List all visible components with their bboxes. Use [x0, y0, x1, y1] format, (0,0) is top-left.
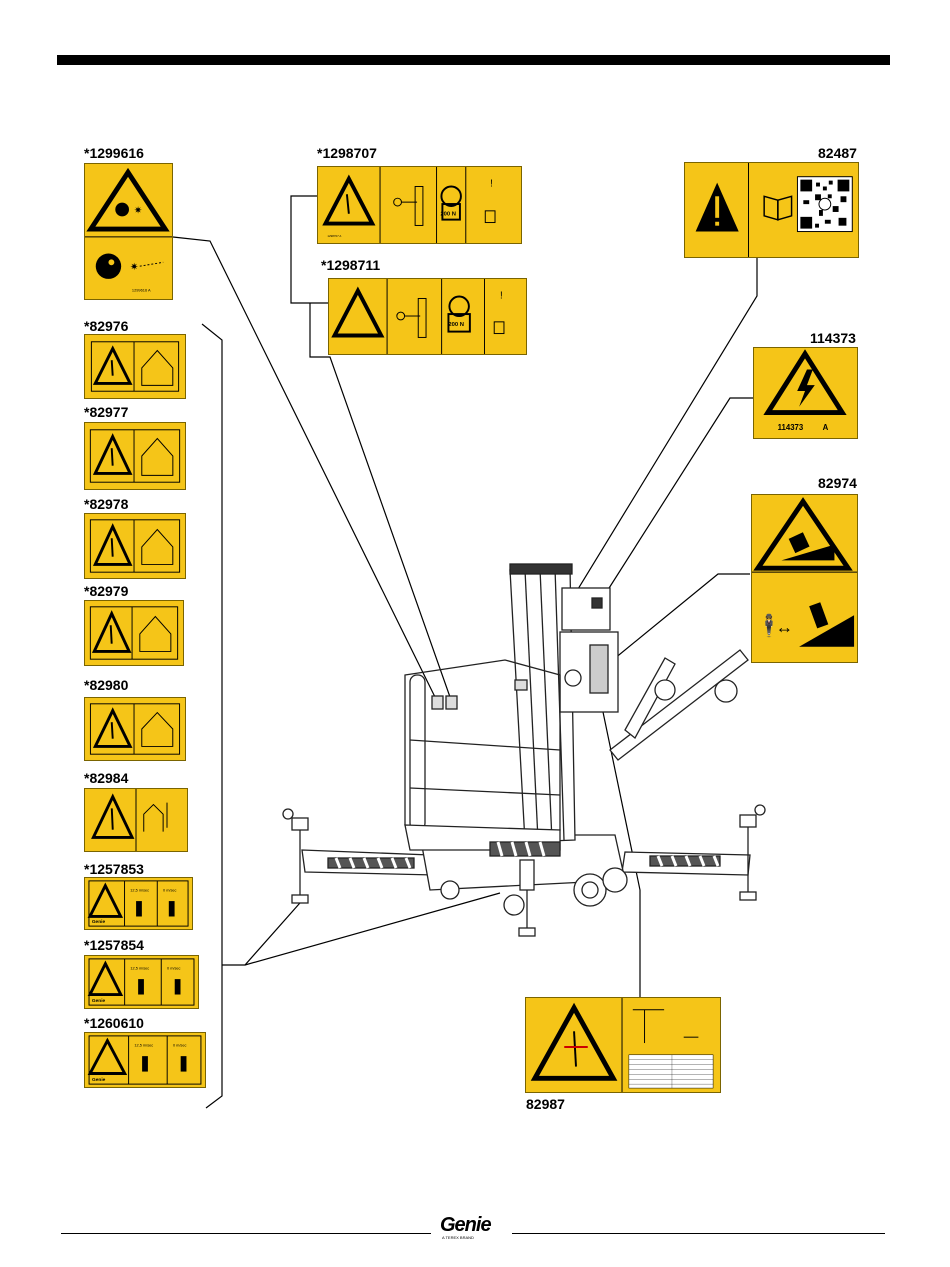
decal-number-1257854: *1257854 [84, 938, 144, 952]
svg-text:✷: ✷ [130, 262, 138, 273]
genie-logo: Genie A TEREX BRAND [436, 1213, 508, 1241]
footer-rule-right [512, 1233, 885, 1234]
decal-82977-electrocution [84, 422, 186, 490]
svg-text:↔: ↔ [776, 617, 794, 637]
decal-114373-electrocution: 114373 A [753, 347, 858, 439]
house-icon [142, 351, 173, 386]
decal-number-82977: *82977 [84, 405, 128, 419]
svg-text:1299616 A: 1299616 A [132, 288, 151, 293]
svg-text:200 N: 200 N [440, 212, 456, 218]
house-icon [140, 617, 171, 652]
decal-number-1260610: *1260610 [84, 1016, 144, 1030]
decal-number-82984: *82984 [84, 771, 128, 785]
svg-text:Genie: Genie [440, 1214, 491, 1236]
warning-triangle-icon [90, 964, 121, 995]
svg-text:!: ! [490, 178, 493, 189]
decal-number-114373: 114373 [810, 331, 856, 345]
decal-number-1298707: *1298707 [317, 146, 377, 160]
decal-82974-tip-over: 🕴 ↔ [751, 494, 858, 663]
aerial-work-platform-illustration [270, 560, 790, 950]
svg-text:200 N: 200 N [448, 322, 464, 328]
decal-1298707-force-limit: 1298707 A 200 N ! [317, 166, 522, 244]
decal-number-82487: 82487 [818, 146, 857, 160]
svg-text:Genie: Genie [92, 998, 106, 1004]
decal-1299616-laser-hazard: ✷ ✷ 1299616 A [84, 163, 173, 300]
svg-text:12,5 m/sec: 12,5 m/sec [130, 888, 149, 892]
decal-number-1257853: *1257853 [84, 862, 144, 876]
head-silhouette-icon [96, 253, 121, 278]
manual-book-icon [764, 196, 791, 220]
warning-triangle-icon [90, 886, 121, 917]
svg-text:!: ! [500, 290, 503, 301]
svg-text:12,5 m/sec: 12,5 m/sec [134, 1044, 153, 1048]
decal-1260610-wind-speed: Genie 12,5 m/sec 0 m/sec [84, 1032, 206, 1088]
house-icon [142, 713, 173, 747]
decal-82978-electrocution [84, 513, 186, 579]
decal-number-82980: *82980 [84, 678, 128, 692]
decal-number-82979: *82979 [84, 584, 128, 598]
svg-text:A: A [823, 423, 829, 432]
decal-82979-electrocution [84, 600, 184, 666]
decal-82980-electrocution [84, 697, 186, 761]
svg-text:114373: 114373 [778, 423, 804, 432]
decal-number-82974: 82974 [818, 476, 857, 490]
house-icon [142, 530, 173, 565]
decal-1257854-wind-speed: Genie 12,5 m/sec 0 m/sec [84, 955, 199, 1009]
warning-triangle-icon [91, 172, 165, 229]
svg-text:A TEREX BRAND: A TEREX BRAND [442, 1235, 474, 1240]
decal-1257853-wind-speed: Genie 12,5 m/sec 0 m/sec [84, 877, 193, 930]
decal-1298711-force-limit: 200 N ! [328, 278, 527, 355]
decal-number-1299616: *1299616 [84, 146, 144, 160]
warning-triangle-icon [325, 179, 372, 224]
decal-82487-read-manual [684, 162, 859, 258]
warning-triangle-icon [90, 1041, 125, 1074]
decal-number-82987: 82987 [526, 1097, 565, 1111]
svg-text:0 m/sec: 0 m/sec [163, 888, 176, 892]
footer-rule-left [61, 1233, 431, 1234]
svg-text:0 m/sec: 0 m/sec [167, 966, 181, 970]
decal-82984-electrocution [84, 788, 188, 852]
decal-82976-electrocution [84, 334, 186, 399]
svg-text:Genie: Genie [92, 919, 106, 925]
house-icon [142, 439, 173, 476]
decal-82987-electrocution-distance [525, 997, 721, 1093]
svg-text:Genie: Genie [92, 1077, 106, 1083]
svg-text:0 m/sec: 0 m/sec [173, 1044, 187, 1048]
svg-text:12,5 m/sec: 12,5 m/sec [130, 966, 149, 970]
lightning-bolt-icon [797, 370, 815, 407]
decal-number-1298711: *1298711 [321, 258, 380, 272]
decal-number-82978: *82978 [84, 497, 128, 511]
svg-text:✷: ✷ [134, 205, 142, 216]
warning-triangle-icon [334, 291, 381, 336]
svg-text:1298707 A: 1298707 A [327, 234, 341, 238]
decal-number-82976: *82976 [84, 319, 128, 333]
